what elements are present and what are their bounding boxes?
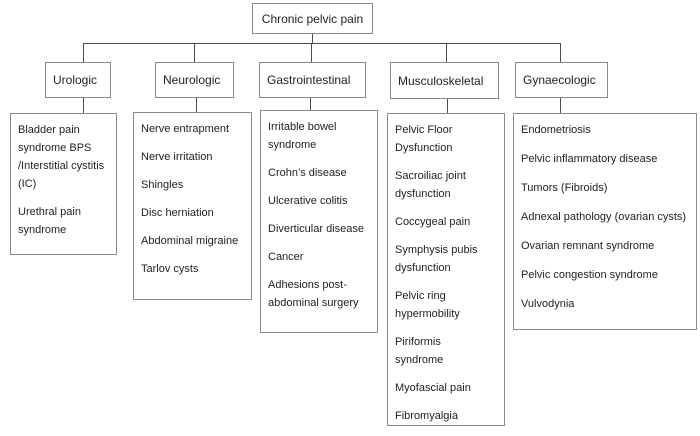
list-item: Irritable bowel syndrome [268,121,337,151]
connector-line [83,43,561,44]
list-item: Sacroiliac joint dysfunction [395,170,466,200]
list-item: Pelvic inflammatory disease [521,153,658,165]
list-item: Myofascial pain [395,382,471,394]
connector-line [196,98,197,112]
list-item: Adnexal pathology (ovarian cysts) [521,211,687,223]
list-item: Pelvic Floor Dysfunction [395,124,453,154]
list-item: Abdominal migraine [141,235,239,247]
connector-line [311,43,312,62]
list-item: Symphysis pubis dysfunction [395,244,478,274]
list-item: Ulcerative colitis [268,195,348,207]
list-item: Nerve irritation [141,151,213,163]
list-item: Diverticular disease [268,223,364,235]
list-item: Urethral pain syndrome [18,206,81,236]
category-box-gynaecologic: Gynaecologic [515,62,608,98]
connector-line [560,98,561,113]
list-item: Coccygeal pain [395,216,471,228]
connector-line [447,98,448,113]
category-label-urologic: Urologic [53,73,98,87]
category-box-neurologic: Neurologic [155,62,234,98]
list-item: Nerve entrapment [141,123,230,135]
list-item: Ovarian remnant syndrome [521,240,655,252]
category-label-neurologic: Neurologic [163,73,221,87]
connector-line [83,43,84,62]
list-item: Shingles [141,179,184,191]
connector-line [194,43,195,62]
list-item: Endometriosis [521,124,591,136]
list-item: Crohn’s disease [268,167,347,179]
list-item: Fibromyalgia [395,410,458,422]
list-item: Disc herniation [141,207,214,219]
category-box-musculoskeletal: Musculoskeletal [390,62,499,99]
category-label-gynaecologic: Gynaecologic [523,73,596,87]
list-item: Piriformis syndrome [395,336,444,366]
connector-line [312,33,313,43]
category-box-urologic: Urologic [45,62,111,98]
list-item: Pelvic ring hypermobility [395,290,460,320]
list-item: Tarlov cysts [141,263,199,275]
connector-line [310,98,311,110]
category-box-gastrointestinal: Gastrointestinal [259,62,366,98]
connector-line [560,43,561,62]
list-item: Adhesions post-abdominal surgery [268,279,359,309]
list-item: Cancer [268,251,304,263]
category-label-gastrointestinal: Gastrointestinal [267,73,351,87]
list-item: Bladder pain syndrome BPS /Interstitial … [18,124,105,190]
root-node-chronic-pelvic-pain: Chronic pelvic pain [252,3,373,34]
connector-line [446,43,447,62]
list-item: Tumors (Fibroids) [521,182,608,194]
list-item: Pelvic congestion syndrome [521,269,658,281]
category-label-musculoskeletal: Musculoskeletal [398,73,484,88]
root-node-label: Chronic pelvic pain [261,11,364,26]
connector-line [83,98,84,113]
list-box-urologic: Bladder pain syndrome BPS /Interstitial … [10,113,117,255]
list-item: Vulvodynia [521,298,575,310]
